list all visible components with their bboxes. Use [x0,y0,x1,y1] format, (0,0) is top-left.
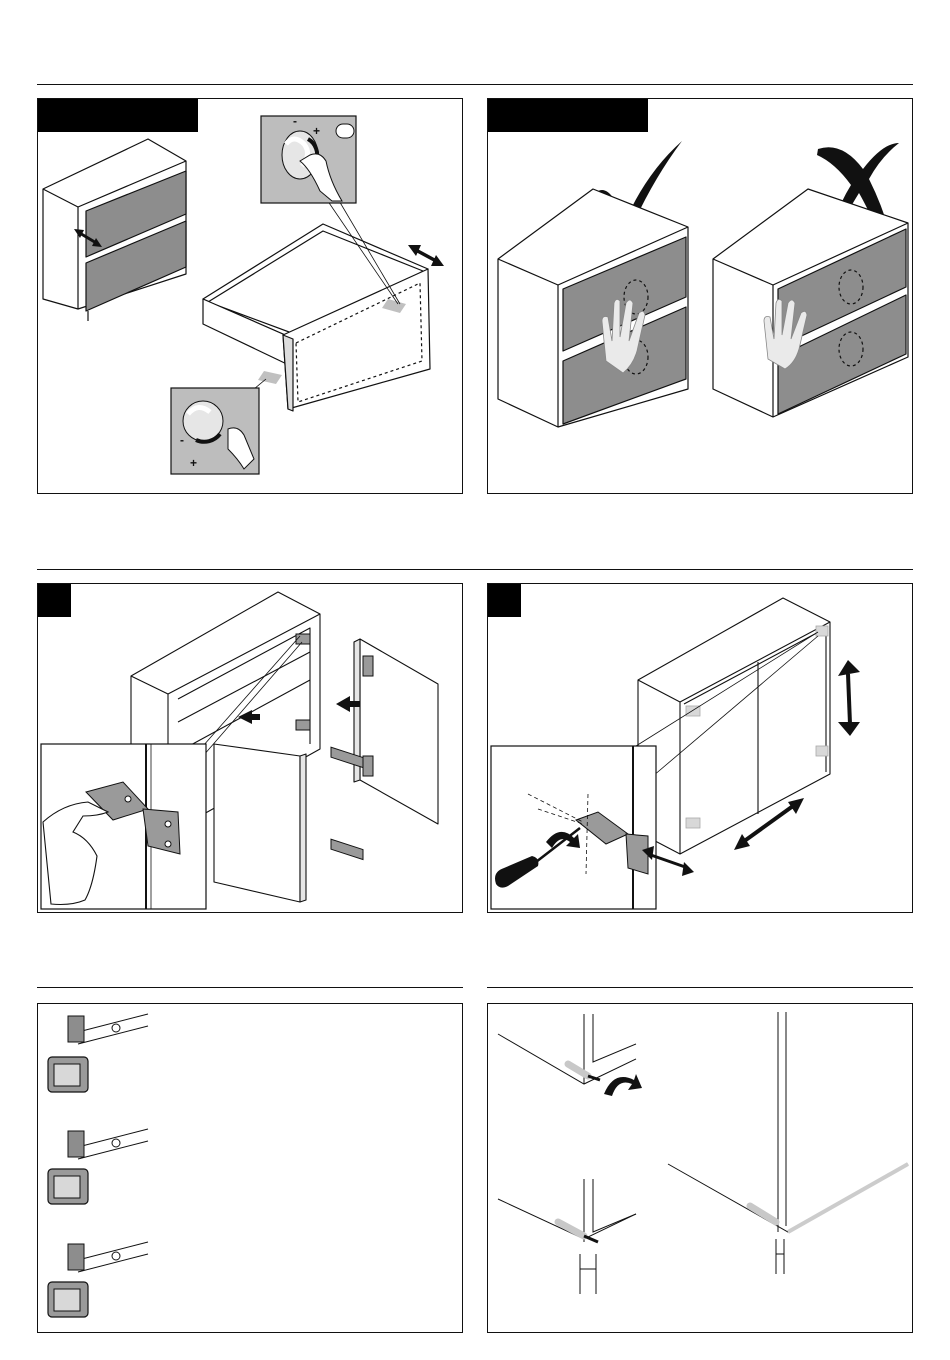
rotate-arrow-icon [604,1074,642,1096]
panel-pin-fit [487,1003,913,1333]
bottom-rule-left [37,987,463,988]
drawer-clips-illustration [38,1004,463,1333]
panel-drawer-adjust: - + - + [37,98,463,494]
door-panel-front [214,744,300,902]
panel-door-adjust [487,583,913,913]
drawer-adjust-illustration: - + - + [38,99,463,494]
middle-rule [37,569,913,570]
pin-fit-illustration [488,1004,913,1333]
clip-row [48,1129,148,1204]
panel-push-open [487,98,913,494]
zoom-inset-hinge [41,744,206,909]
push-open-illustration [488,99,913,494]
clip-row [48,1014,148,1092]
plus-mark: + [190,456,197,470]
cabinet-double-door [638,598,830,854]
plus-mark: + [313,124,320,138]
double-arrow-icon [838,660,860,736]
bottom-rule-right [487,987,913,988]
door-mount-illustration [38,584,463,913]
zoom-inset-bottom: - + [171,388,259,474]
minus-mark: - [293,114,297,128]
door-adjust-illustration [488,584,913,913]
panel-door-mount [37,583,463,913]
zoom-inset-top: - + [261,114,356,203]
adjust-point-bottom [258,371,282,384]
top-rule [37,84,913,85]
panel-drawer-clips [37,1003,463,1333]
minus-mark: - [180,433,184,447]
clip-row [48,1242,148,1317]
